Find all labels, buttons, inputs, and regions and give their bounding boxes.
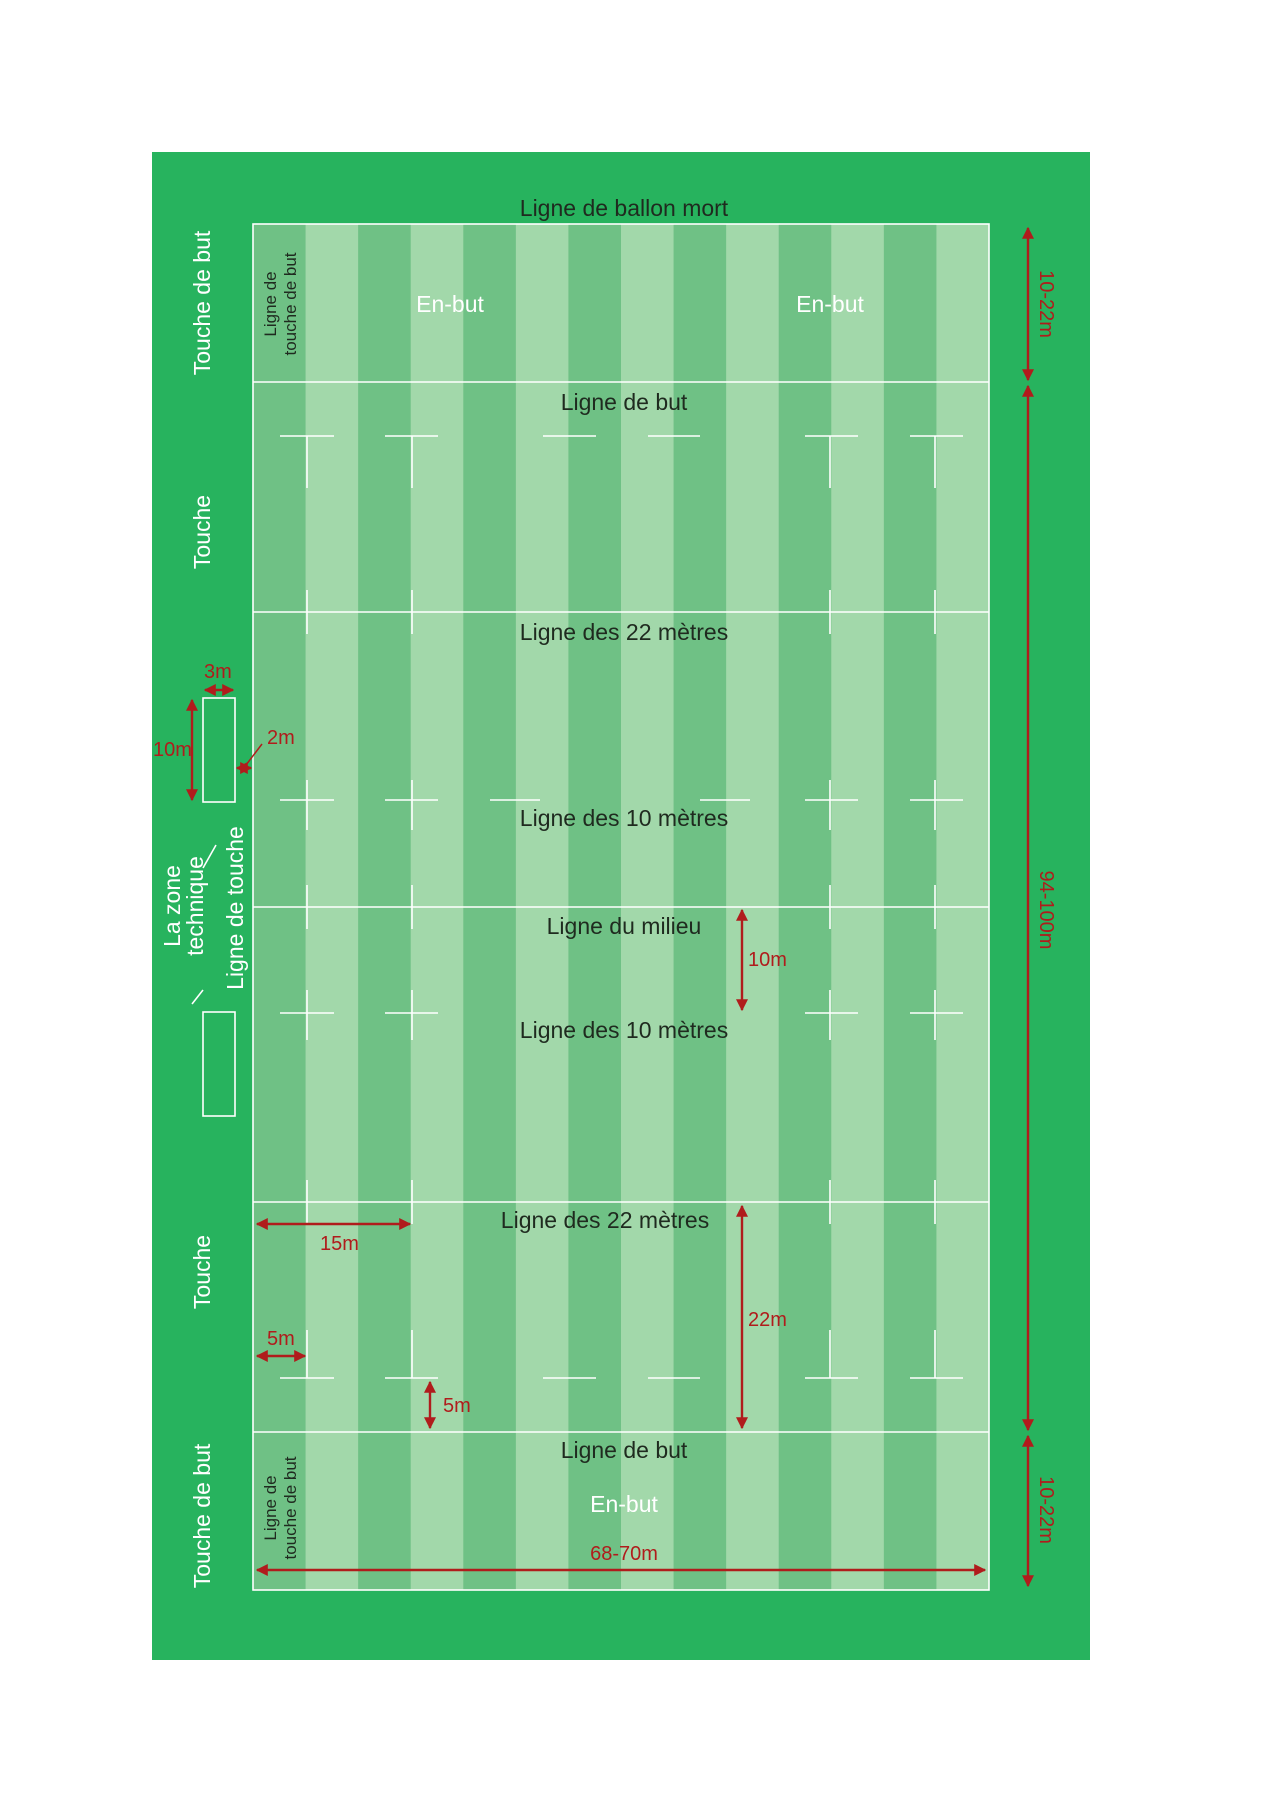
goal-line-top-label: Ligne de but xyxy=(561,389,688,415)
dim-22m-label: 22m xyxy=(748,1309,787,1331)
touch-in-goal-line-bottom-2: touche de but xyxy=(281,1456,300,1559)
in-goal-right-label: En-but xyxy=(796,291,864,317)
dim-in-goal-top-label: 10-22m xyxy=(1035,270,1057,338)
touch-in-goal-top-label: Touche de but xyxy=(189,230,215,375)
technical-zone-top xyxy=(202,697,236,803)
in-goal-bottom-label: En-but xyxy=(590,1491,658,1517)
line-22-bottom-label: Ligne des 22 mètres xyxy=(501,1207,709,1233)
touch-in-goal-line-top-2: touche de but xyxy=(281,252,300,355)
goal-line-bottom-label: Ligne de but xyxy=(561,1437,688,1463)
technical-zone-pointer-top xyxy=(202,844,217,869)
touch-top-label: Touche xyxy=(189,495,215,569)
line-10-bottom-label: Ligne des 10 mètres xyxy=(520,1017,728,1043)
halfway-line-label: Ligne du milieu xyxy=(547,913,702,939)
touch-in-goal-bottom-label: Touche de but xyxy=(189,1443,215,1588)
dim-5m-goal-label: 5m xyxy=(443,1395,471,1417)
line-22-top-label: Ligne des 22 mètres xyxy=(520,619,728,645)
technical-zone-pointer-bottom xyxy=(191,989,204,1005)
dim-15m-label: 15m xyxy=(320,1233,359,1255)
touch-bottom-label: Touche xyxy=(189,1235,215,1309)
dead-ball-line-label: Ligne de ballon mort xyxy=(520,195,729,221)
dim-tz-length-label: 10m xyxy=(153,739,192,761)
technical-zone-label-2: technique xyxy=(182,856,208,956)
in-goal-left-label: En-but xyxy=(416,291,484,317)
touch-in-goal-line-bottom-1: Ligne de xyxy=(261,1475,280,1540)
dim-ten-m-label: 10m xyxy=(748,949,787,971)
field-marks xyxy=(280,435,963,1379)
dim-field-length-label: 94-100m xyxy=(1035,871,1057,950)
dim-in-goal-bottom-label: 10-22m xyxy=(1035,1476,1057,1544)
dim-5m-side-label: 5m xyxy=(267,1328,295,1350)
touch-line-label: Ligne de touche xyxy=(222,826,248,990)
dim-tz-width-label: 3m xyxy=(204,661,232,683)
dim-tz-offset-pointer xyxy=(245,743,263,766)
technical-zone-bottom xyxy=(202,1011,236,1117)
line-10-top-label: Ligne des 10 mètres xyxy=(520,805,728,831)
dim-field-width-label: 68-70m xyxy=(590,1543,658,1565)
technical-zone-label-1: La zone xyxy=(159,865,185,947)
dim-tz-offset-label: 2m xyxy=(267,727,295,749)
touch-in-goal-line-top-1: Ligne de xyxy=(261,271,280,336)
